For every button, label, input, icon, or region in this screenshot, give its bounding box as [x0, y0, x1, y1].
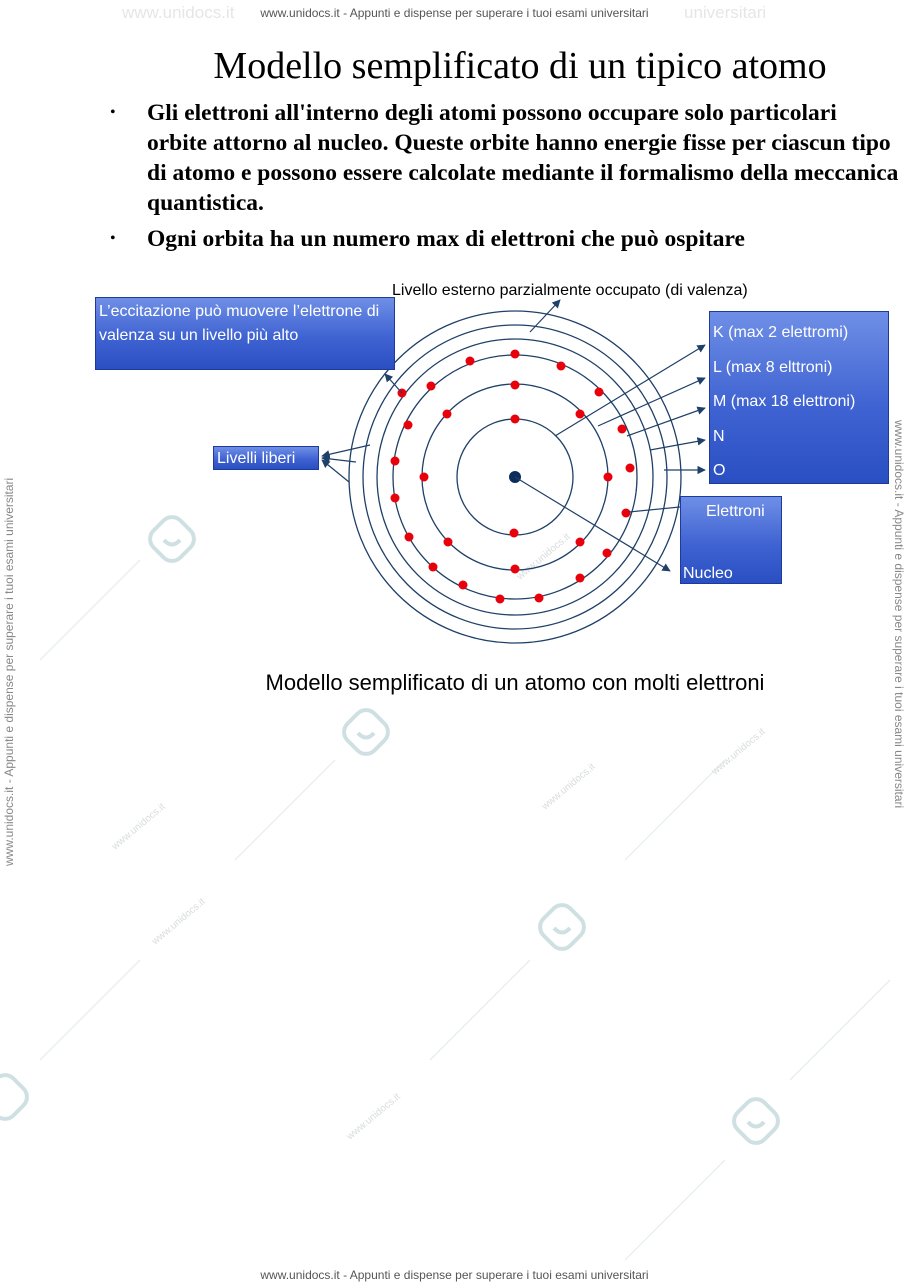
electron	[575, 537, 585, 547]
electron	[426, 381, 436, 391]
pointer-arrows	[321, 299, 706, 572]
excitation-box: L’eccitazione può muovere l’elettrone di…	[95, 297, 395, 370]
bullet-text: Ogni orbita ha un numero max di elettron…	[147, 226, 745, 252]
slide-title: Modello semplificato di un tipico atomo	[213, 45, 827, 87]
electron	[442, 409, 452, 419]
free-level-arrow	[321, 444, 371, 459]
electron	[495, 594, 505, 604]
shell-k-arrow	[554, 344, 706, 437]
electron	[510, 349, 520, 359]
electrons-label: Elettroni	[706, 503, 765, 520]
electron	[617, 424, 627, 434]
electron	[390, 493, 400, 503]
bullet-marker: •	[110, 230, 116, 247]
electron	[509, 528, 519, 538]
watermark-logo-icon	[148, 515, 196, 563]
watermark-logo-icon	[342, 708, 390, 756]
ghost-watermark-left: www.unidocs.it	[122, 3, 235, 22]
electron	[602, 548, 612, 558]
shell-capacity-box: K (max 2 elettromi) L (max 8 elttroni) M…	[709, 311, 889, 484]
shell-o-label: O	[713, 462, 726, 479]
electron	[556, 361, 566, 371]
shell-n-arrow	[649, 437, 706, 451]
electrons	[390, 349, 635, 604]
electron	[443, 537, 453, 547]
diagram-caption: Modello semplificato di un atomo con mol…	[265, 670, 765, 695]
orbit-p	[348, 310, 682, 644]
watermark-logo-icon	[0, 1073, 29, 1121]
valence-arrow	[529, 299, 561, 333]
electron	[458, 580, 468, 590]
electron	[428, 562, 438, 572]
electron	[594, 387, 604, 397]
header-watermark: www.unidocs.it - Appunti e dispense per …	[260, 6, 649, 20]
bullet-item: • Ogni orbita ha un numero max di elettr…	[110, 224, 900, 254]
electron	[403, 420, 413, 430]
valence-level-label: Livello esterno parzialmente occupato (d…	[392, 282, 748, 299]
electron	[419, 472, 429, 482]
bullet-list: • Gli elettroni all'interno degli atomi …	[110, 98, 900, 260]
free-level-arrow	[321, 454, 357, 464]
excitation-arrow	[384, 373, 403, 394]
orbit-o	[362, 324, 668, 630]
electron	[404, 532, 414, 542]
electron	[465, 356, 475, 366]
electron	[534, 593, 544, 603]
shell-m-label: M (max 18 elettroni)	[713, 393, 856, 410]
bullet-marker: •	[110, 104, 116, 121]
electron	[575, 573, 585, 583]
shell-n-label: N	[713, 427, 725, 445]
free-levels-box: Livelli liberi	[213, 446, 319, 470]
electron	[621, 508, 631, 518]
electron	[575, 409, 585, 419]
watermark-logo-icon	[538, 903, 586, 951]
electrons-nucleus-box: Elettroni Nucleo	[680, 496, 782, 584]
shell-l-arrow	[597, 377, 706, 427]
shell-k-label: K (max 2 elettromi)	[713, 324, 849, 341]
bullet-item: • Gli elettroni all'interno degli atomi …	[110, 98, 900, 218]
electron	[603, 472, 613, 482]
shell-l-label: L (max 8 elttroni)	[713, 358, 833, 376]
nucleus-arrow	[514, 476, 671, 572]
free-level-arrow	[321, 459, 350, 483]
electron	[625, 463, 635, 473]
electrons-arrow	[628, 502, 691, 513]
ghost-watermark-right: universitari	[684, 3, 767, 22]
bullet-text: Gli elettroni all'interno degli atomi po…	[147, 100, 899, 216]
electron	[510, 564, 520, 574]
watermark-logo-icon	[732, 1097, 780, 1145]
orbit-n	[376, 338, 654, 616]
electron	[390, 456, 400, 466]
electron	[510, 414, 520, 424]
nucleus-label: Nucleo	[683, 565, 733, 582]
footer-watermark: www.unidocs.it - Appunti e dispense per …	[260, 1268, 649, 1282]
shell-m-arrow	[626, 406, 706, 437]
electron	[510, 380, 520, 390]
